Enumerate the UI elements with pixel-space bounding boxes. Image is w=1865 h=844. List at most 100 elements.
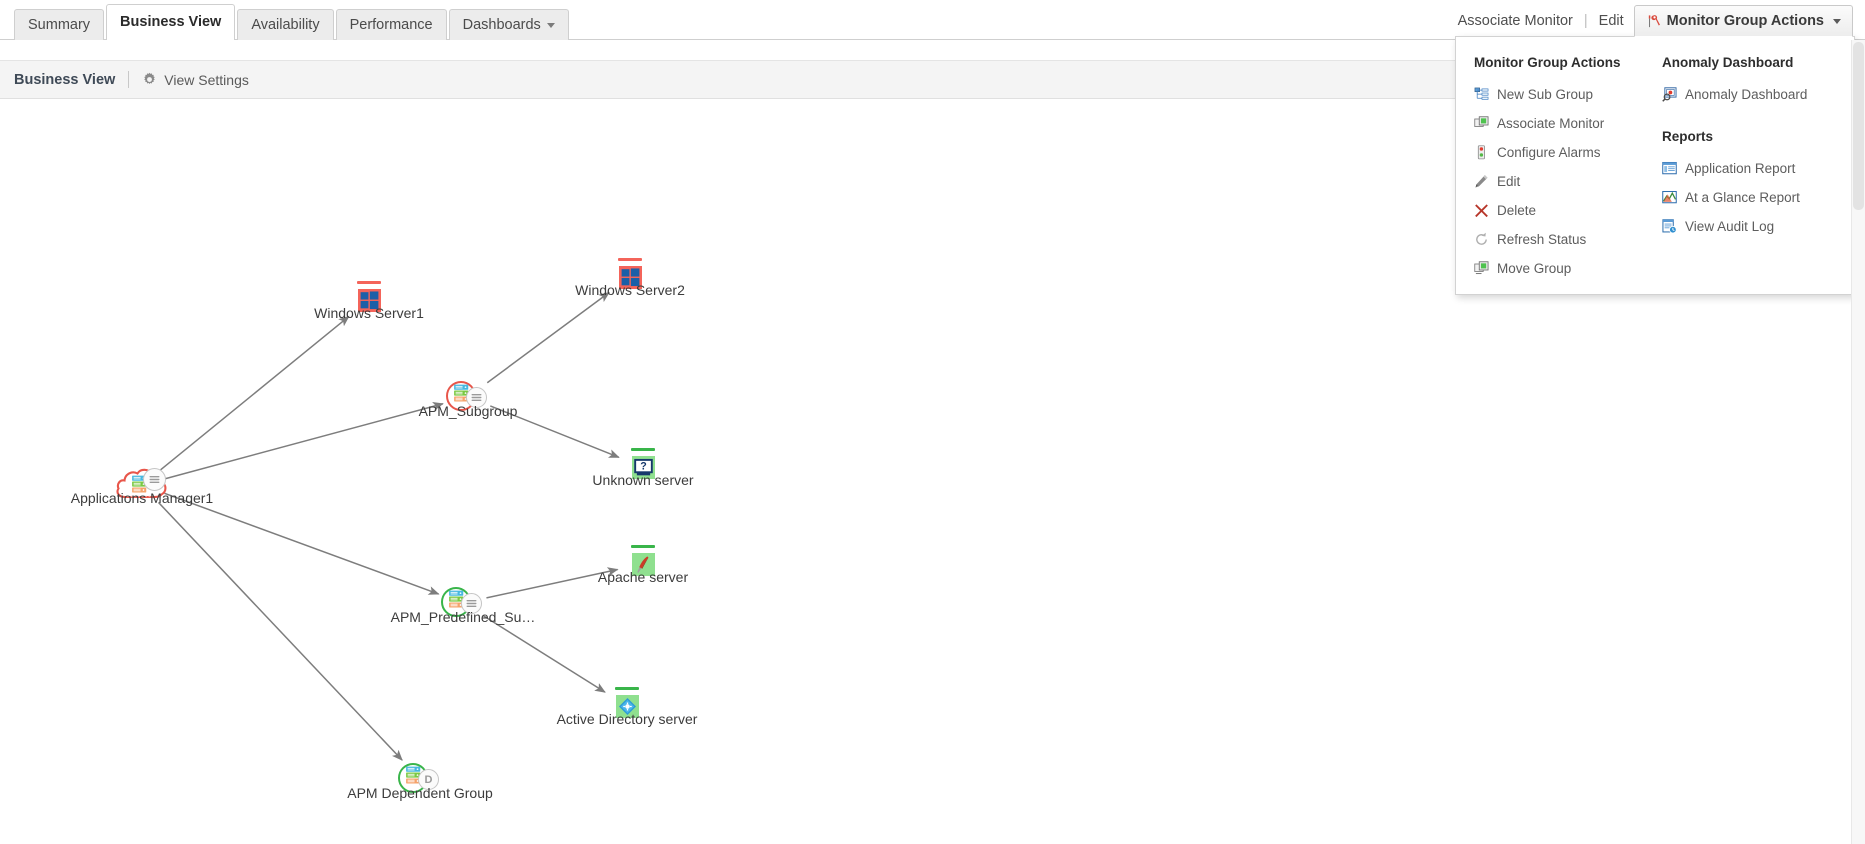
graph-node-apm-predefined[interactable]: APM_Predefined_Su… [391, 587, 535, 625]
menu-item-refresh-status[interactable]: Refresh Status [1474, 225, 1640, 254]
graph-edge-app-manager-to-windows-server-1 [160, 315, 350, 471]
tab-performance[interactable]: Performance [335, 9, 447, 40]
menu-item-label: Application Report [1685, 161, 1796, 176]
tab-label: Dashboards [462, 16, 541, 33]
server-stack-icon [453, 384, 470, 408]
menu-item-edit[interactable]: Edit [1474, 167, 1640, 196]
dropdown-right-heading-anomaly: Anomaly Dashboard [1662, 55, 1794, 70]
node-label: Windows Server1 [314, 305, 424, 321]
menu-item-application-report[interactable]: Application Report [1662, 154, 1844, 183]
monitor-group-actions-button[interactable]: Monitor Group Actions [1633, 5, 1853, 37]
dropdown-right-heading-reports: Reports [1662, 129, 1714, 144]
server-stack-icon [448, 590, 465, 614]
graph-node-windows-server-1[interactable]: Windows Server1 [314, 281, 424, 321]
menu-item-label: Move Group [1497, 261, 1572, 276]
tab-availability[interactable]: Availability [237, 9, 334, 40]
menu-item-label: Edit [1497, 174, 1521, 189]
refresh-icon [1474, 232, 1489, 247]
edit-link[interactable]: Edit [1598, 13, 1624, 29]
node-label: Windows Server2 [575, 282, 685, 298]
menu-item-associate-monitor[interactable]: Associate Monitor [1474, 109, 1640, 138]
chevron-down-icon [546, 22, 555, 28]
associate-monitor-link[interactable]: Associate Monitor [1457, 13, 1573, 29]
graph-node-apm-subgroup[interactable]: APM_Subgroup [419, 381, 517, 419]
menu-item-at-a-glance-report[interactable]: At a Glance Report [1662, 183, 1844, 212]
toolbar-divider [128, 71, 130, 88]
node-label: APM_Predefined_Su… [390, 609, 536, 625]
monitor-icon-unknown-server: ? [628, 448, 658, 486]
menu-item-configure-alarms[interactable]: Configure Alarms [1474, 138, 1640, 167]
tab-dashboards[interactable]: Dashboards [448, 9, 569, 40]
server-stack-icon [131, 475, 148, 499]
windows-icon [358, 289, 381, 312]
graph-edge-app-manager-to-apm-dependent-group [157, 501, 403, 761]
menu-item-label: Configure Alarms [1497, 145, 1601, 160]
graph-node-apache-server[interactable]: Apache server [598, 545, 688, 585]
status-bar [357, 281, 381, 284]
new-sub-group-icon [1474, 87, 1489, 102]
menu-item-anomaly-dashboard[interactable]: Anomaly Dashboard [1662, 80, 1844, 109]
node-label: Apache server [597, 569, 689, 585]
menu-item-label: Associate Monitor [1497, 116, 1605, 131]
graph-node-app-manager[interactable]: Applications Manager1 [71, 466, 213, 506]
chevron-down-icon [1833, 18, 1841, 24]
node-label: Unknown server [592, 472, 694, 488]
top-right-actions: Associate Monitor | Edit Monitor Group A… [1456, 5, 1853, 37]
monitor-group-actions-label: Monitor Group Actions [1666, 13, 1824, 29]
node-menu-badge[interactable] [143, 468, 166, 491]
tab-label: Availability [251, 16, 320, 33]
server-stack-icon [405, 766, 422, 790]
node-menu-badge[interactable]: D [418, 769, 439, 790]
configure-alarms-icon [1474, 145, 1489, 160]
menu-item-new-sub-group[interactable]: New Sub Group [1474, 80, 1640, 109]
menu-item-move-group[interactable]: Move Group [1474, 254, 1640, 283]
view-settings-button[interactable]: View Settings [142, 72, 249, 88]
page-scrollbar-thumb[interactable] [1853, 42, 1864, 210]
svg-text:?: ? [640, 461, 647, 473]
status-bar [631, 545, 655, 548]
node-menu-badge[interactable] [466, 387, 487, 408]
windows-icon [619, 266, 642, 289]
graph-edge-apm-predefined-to-active-directory [482, 615, 606, 693]
menu-item-delete[interactable]: Delete [1474, 196, 1640, 225]
menu-item-label: Delete [1497, 203, 1537, 218]
pencil-icon [1474, 174, 1489, 189]
status-bar [631, 448, 655, 451]
menu-item-label: New Sub Group [1497, 87, 1594, 102]
menu-item-view-audit-log[interactable]: View Audit Log [1662, 212, 1844, 241]
node-menu-badge[interactable] [461, 593, 482, 614]
node-label: APM Dependent Group [347, 785, 493, 801]
tab-summary[interactable]: Summary [14, 9, 105, 40]
node-label: Applications Manager1 [70, 490, 214, 506]
menu-item-label: Refresh Status [1497, 232, 1587, 247]
associate-monitor-icon [1474, 116, 1489, 131]
dropdown-right-column: Anomaly Dashboard Anomaly Dashboard Repo… [1650, 51, 1854, 284]
move-group-icon [1474, 261, 1489, 276]
status-bar [618, 258, 642, 261]
graph-node-unknown-server[interactable]: ?Unknown server [592, 448, 694, 488]
monitor-icon-apache-server [628, 545, 658, 583]
group-node-icon: D [398, 763, 442, 795]
monitor-group-actions-icon [1646, 14, 1661, 29]
tab-business-view[interactable]: Business View [106, 4, 236, 40]
action-separator: | [1583, 13, 1588, 29]
menu-item-label: View Audit Log [1685, 219, 1775, 234]
cloud-node-icon [115, 466, 169, 504]
graph-node-active-directory[interactable]: Active Directory server [557, 687, 697, 727]
graph-node-windows-server-2[interactable]: Windows Server2 [575, 258, 685, 298]
dropdown-anomaly-items: Anomaly Dashboard [1662, 80, 1844, 109]
node-label: APM_Subgroup [418, 403, 518, 419]
menu-item-label: Anomaly Dashboard [1685, 87, 1808, 102]
page-scrollbar[interactable] [1851, 40, 1865, 844]
monitor-icon-windows-server-2 [615, 258, 645, 296]
graph-edge-apm-subgroup-to-windows-server-2 [486, 291, 610, 384]
graph-edge-apm-predefined-to-apache-server [486, 567, 619, 599]
dependent-badge-letter: D [424, 773, 433, 786]
view-settings-label: View Settings [164, 71, 249, 88]
